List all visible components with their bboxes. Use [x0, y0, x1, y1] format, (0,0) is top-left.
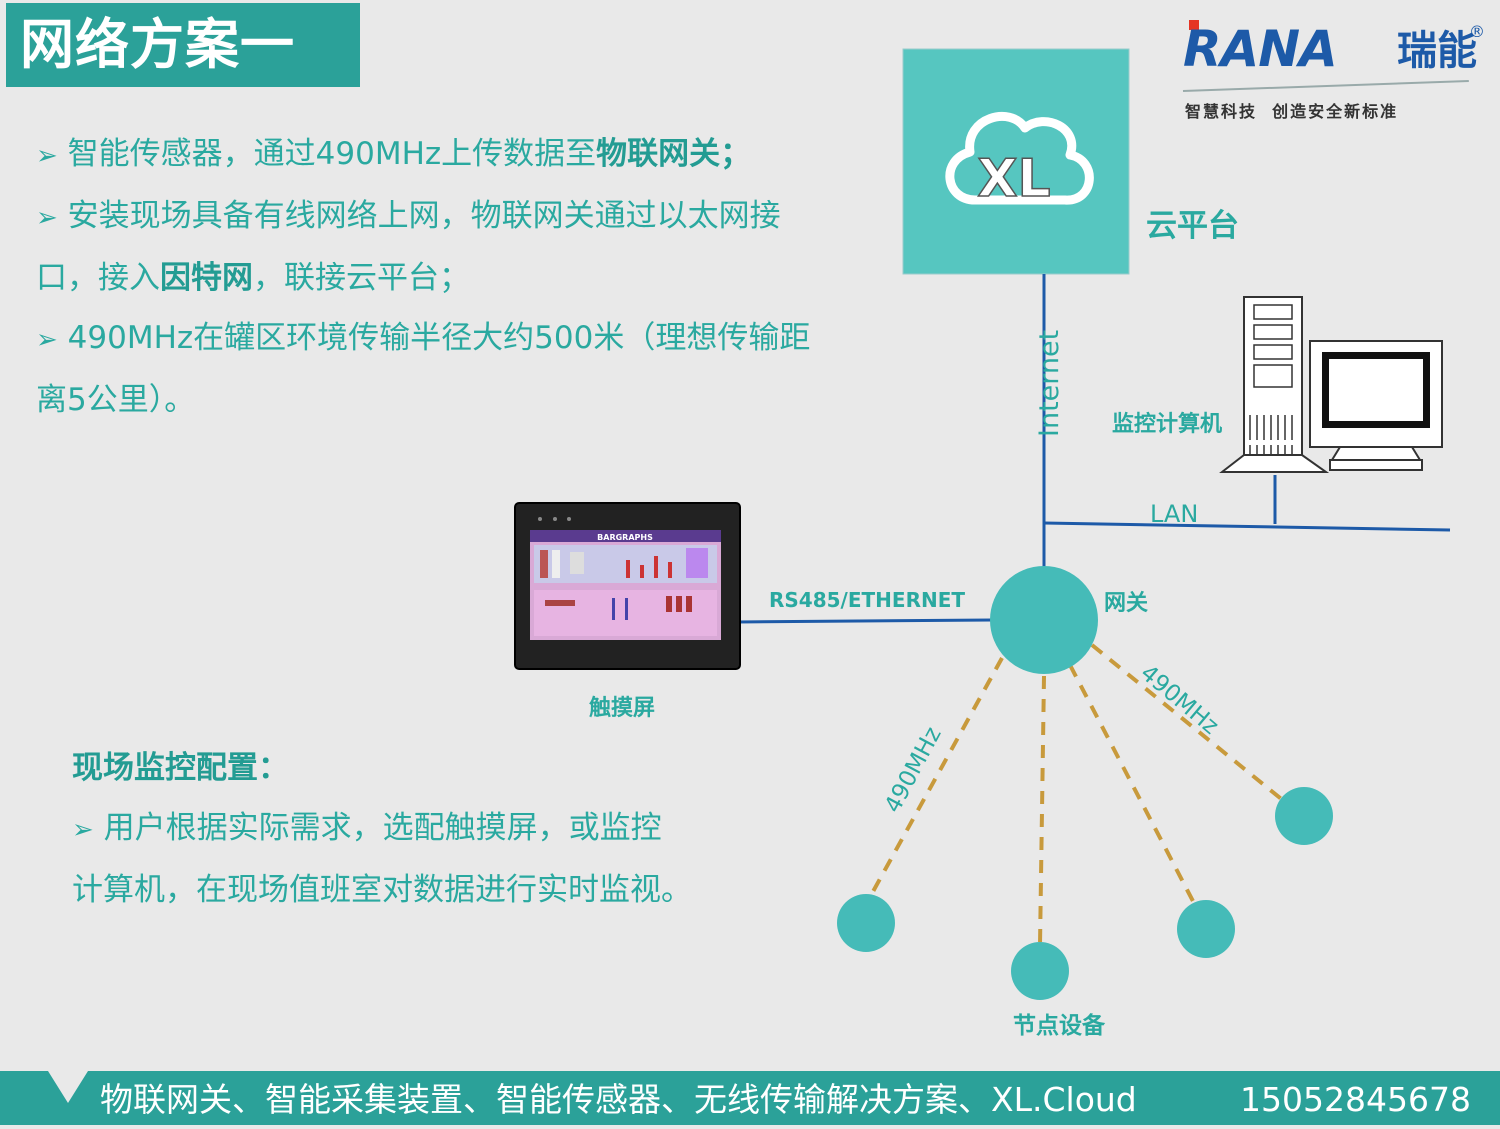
intro-line-2-text-b: ，联接云平台； — [253, 260, 470, 296]
sensor-node — [837, 894, 895, 952]
footer-text: 物联网关、智能采集装置、智能传感器、无线传输解决方案、XL.Cloud — [100, 1080, 1137, 1119]
intro-line-3-text: 490MHz在罐区环境传输半径大约500米（理想传输距离5公里）。 — [36, 320, 811, 418]
bullet-arrow-icon: ➢ — [36, 203, 58, 233]
rs485-label: RS485/ETHERNET — [769, 588, 966, 612]
intro-line-3: ➢ 490MHz在罐区环境传输半径大约500米（理想传输距离5公里）。 — [36, 308, 816, 430]
sensor-node — [1177, 900, 1235, 958]
bullet-arrow-icon: ➢ — [72, 815, 94, 845]
field-body-text: 用户根据实际需求，选配触摸屏，或监控计算机，在现场值班室对数据进行实时监视。 — [72, 810, 692, 908]
cloud-icon: XL — [945, 111, 1094, 210]
gateway-label: 网关 — [1104, 591, 1149, 616]
logo-brand-cn: 瑞能 — [1397, 28, 1477, 74]
intro-line-1-bold: 物联网关； — [596, 136, 752, 172]
touchscreen-icon: BARGRAPHS — [514, 502, 741, 670]
radio-link — [1038, 675, 1046, 946]
company-logo: RANA 瑞能 ® 智慧科技 创造安全新标准 — [1182, 18, 1485, 128]
touchscreen-label: 触摸屏 — [589, 696, 656, 721]
intro-line-2-text-a: 安装现场具备有线网络上网，物联网关通过以太网接口，接入 — [36, 198, 781, 296]
field-heading-text: 现场监控配置： — [72, 750, 289, 786]
page-title: 网络方案一 — [6, 3, 360, 87]
logo-slogan: 智慧科技 创造安全新标准 — [1185, 102, 1399, 121]
gateway-node — [990, 566, 1098, 674]
radio-links — [868, 643, 1287, 946]
node-device-label: 节点设备 — [1013, 1013, 1105, 1039]
intro-text: ➢ 智能传感器，通过490MHz上传数据至物联网关； ➢ 安装现场具备有线网络上… — [36, 124, 816, 430]
logo-brand: RANA — [1183, 20, 1338, 78]
field-heading: 现场监控配置： — [72, 738, 692, 798]
rs485-link — [737, 618, 993, 624]
internet-label: Internet — [1034, 329, 1065, 437]
logo-registered-mark: ® — [1469, 22, 1485, 41]
cloud-platform-box — [902, 48, 1130, 275]
lan-link — [1043, 521, 1451, 532]
intro-line-1-text: 智能传感器，通过490MHz上传数据至 — [57, 136, 597, 172]
radio-link — [1090, 643, 1287, 804]
logo-accent — [1189, 20, 1199, 30]
intro-line-2-bold: 因特网 — [160, 260, 253, 296]
footer-bar: 物联网关、智能采集装置、智能传感器、无线传输解决方案、XL.Cloud 1505… — [0, 1071, 1500, 1125]
computer-label: 监控计算机 — [1112, 412, 1223, 437]
lan-label: LAN — [1150, 500, 1199, 528]
intro-line-1: ➢ 智能传感器，通过490MHz上传数据至物联网关； — [36, 124, 816, 186]
bullet-arrow-icon: ➢ — [36, 325, 58, 355]
sensor-node — [1275, 787, 1333, 845]
cloud-platform-label: 云平台 — [1146, 208, 1239, 244]
bullet-arrow-icon: ➢ — [36, 141, 58, 171]
sensor-node — [1011, 942, 1069, 1000]
radio-link — [868, 657, 1004, 898]
field-monitoring-text: 现场监控配置： ➢ 用户根据实际需求，选配触摸屏，或监控计算机，在现场值班室对数… — [72, 738, 692, 920]
footer-phone: 15052845678 — [1240, 1080, 1471, 1119]
computer-icon — [1219, 296, 1443, 473]
field-body: ➢ 用户根据实际需求，选配触摸屏，或监控计算机，在现场值班室对数据进行实时监视。 — [72, 798, 692, 920]
footer-notch — [48, 1071, 88, 1103]
intro-line-2: ➢ 安装现场具备有线网络上网，物联网关通过以太网接口，接入因特网，联接云平台； — [36, 186, 816, 308]
cloud-logo-text: XL — [977, 149, 1050, 209]
touchscreen-title: BARGRAPHS — [597, 533, 653, 542]
